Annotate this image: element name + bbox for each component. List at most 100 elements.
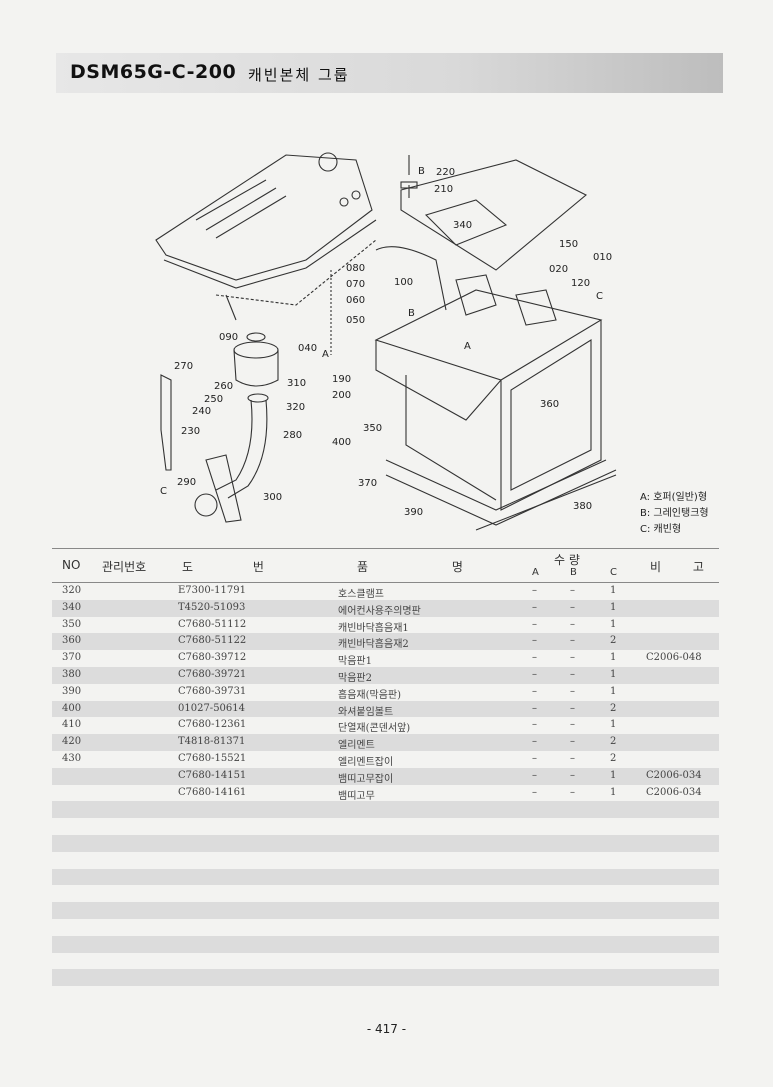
header-mgmt: 관리번호 — [102, 560, 147, 574]
callout-A-mid: A — [464, 341, 471, 352]
legend-b: B: 그레인탱크형 — [640, 508, 709, 519]
cell-no: 400 — [62, 702, 82, 714]
table-row — [52, 834, 719, 852]
table-row — [52, 969, 719, 987]
cell-b: – — [570, 752, 575, 764]
callout-070: 070 — [346, 279, 365, 290]
variant-legend: A: 호퍼(일반)형 B: 그레인탱크형 C: 캐빈형 — [640, 490, 709, 538]
page-number: - 417 - — [366, 1022, 407, 1036]
cell-a: – — [532, 769, 537, 781]
cell-b: – — [570, 736, 575, 748]
cell-name: 와셔붙임볼트 — [338, 706, 394, 718]
cabin-frame-top — [374, 289, 603, 381]
cell-c: 1 — [610, 585, 617, 596]
cell-name: 엘리멘트잡이 — [338, 756, 394, 768]
cell-a: – — [532, 752, 537, 764]
table-row — [52, 818, 719, 835]
cell-b: – — [570, 702, 575, 714]
cell-b: – — [570, 786, 575, 798]
callout-050: 050 — [346, 315, 365, 326]
parts-table-header: NO 관리번호 도 번 품 명 수 량 A B C 비 고 — [52, 548, 719, 583]
callout-090: 090 — [219, 332, 238, 343]
cell-a: – — [532, 601, 537, 613]
cell-b: – — [570, 685, 575, 697]
cell-drawing: 01027-50614 — [178, 702, 246, 714]
callout-210: 210 — [434, 184, 453, 195]
top-cover-panel — [400, 159, 587, 271]
callout-060: 060 — [346, 295, 365, 306]
cell-b: – — [570, 652, 575, 664]
callout-200: 200 — [332, 390, 351, 401]
cell-drawing: E7300-11791 — [178, 585, 246, 596]
diagram-lines — [155, 152, 617, 531]
callout-240: 240 — [192, 406, 211, 417]
cell-a: – — [532, 786, 537, 798]
callout-340: 340 — [453, 220, 472, 231]
table-row — [52, 986, 719, 1003]
cell-c: 2 — [610, 736, 617, 748]
header-qty-a: A — [532, 567, 539, 578]
cell-name: 단열재(콘덴서앞) — [338, 723, 411, 735]
header-remark: 비 고 — [650, 560, 718, 574]
group-code: DSM65G-C-200 — [70, 61, 237, 83]
callout-290: 290 — [177, 477, 196, 488]
callout-360: 360 — [540, 399, 559, 410]
header-qty-b: B — [570, 567, 577, 578]
callout-400: 400 — [332, 437, 351, 448]
callout-320: 320 — [286, 402, 305, 413]
legend-c: C: 캐빈형 — [640, 524, 682, 535]
cell-name: 뱀띠고무 — [338, 790, 375, 802]
cell-remark: C2006-034 — [646, 786, 702, 798]
cell-name: 뱀띠고무잡이 — [338, 773, 394, 785]
cell-drawing: T4818-81371 — [178, 736, 246, 748]
callout-280: 280 — [283, 430, 302, 441]
diagram-svg: 220 210 340 150 010 080 070 060 050 100 … — [155, 152, 617, 531]
cell-a: – — [532, 702, 537, 714]
cell-name: 엘리멘트 — [338, 740, 375, 752]
callout-B-mid: B — [408, 308, 415, 319]
cell-no: 360 — [62, 635, 82, 647]
cell-drawing: C7680-39721 — [178, 668, 247, 680]
cell-drawing: C7680-15521 — [178, 752, 247, 764]
table-row — [52, 919, 719, 936]
cell-a: – — [532, 685, 537, 697]
cell-c: 1 — [610, 601, 617, 613]
callout-040: 040 — [298, 343, 317, 354]
callout-220: 220 — [436, 167, 455, 178]
coolant-hose — [215, 399, 253, 491]
diagram-callouts: 220 210 340 150 010 080 070 060 050 100 … — [160, 166, 612, 518]
header-qty-c: C — [610, 567, 617, 578]
cell-c: 1 — [610, 769, 617, 781]
cell-a: – — [532, 668, 537, 680]
table-row — [52, 852, 719, 869]
cell-name: 막음판1 — [338, 656, 372, 668]
cell-c: 1 — [610, 786, 617, 798]
cell-no: 410 — [62, 719, 82, 731]
callout-270: 270 — [174, 361, 193, 372]
callout-150: 150 — [559, 239, 578, 250]
cell-remark: C2006-034 — [646, 769, 702, 781]
cell-no: 420 — [62, 736, 82, 748]
cell-drawing: C7680-39731 — [178, 685, 247, 697]
cell-a: – — [532, 635, 537, 647]
table-row — [52, 935, 719, 953]
cell-no: 430 — [62, 752, 82, 764]
callout-380: 380 — [573, 501, 592, 512]
cell-drawing: T4520-51093 — [178, 601, 246, 613]
cell-b: – — [570, 618, 575, 630]
callout-350: 350 — [363, 423, 382, 434]
cell-name: 흡음재(막음판) — [338, 689, 402, 701]
cell-c: 1 — [610, 652, 617, 664]
cell-a: – — [532, 618, 537, 630]
cell-b: – — [570, 719, 575, 731]
cell-name: 캐빈바닥흡음재2 — [338, 639, 409, 651]
cell-c: 2 — [610, 752, 617, 764]
legend-a: A: 호퍼(일반)형 — [640, 492, 708, 503]
